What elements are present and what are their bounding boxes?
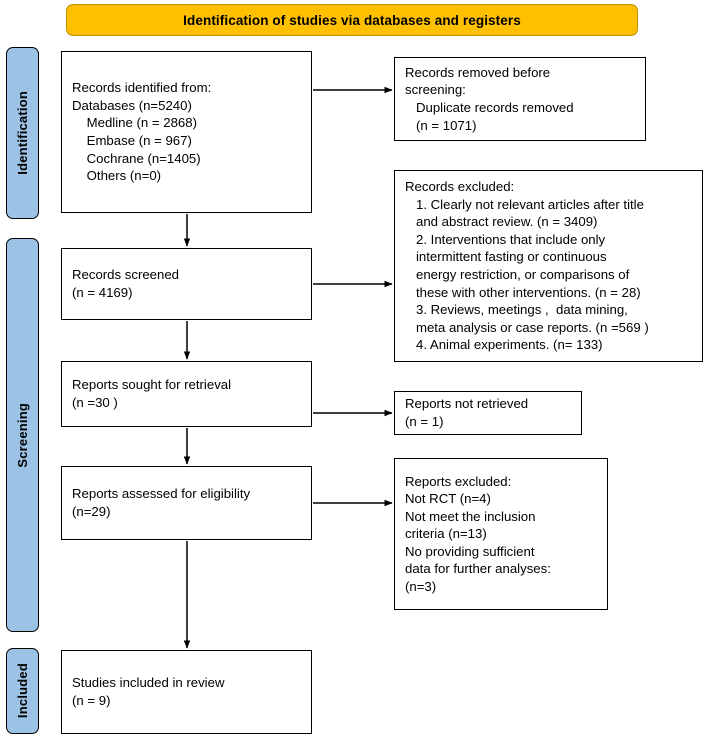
box-line: Records screened (72, 267, 180, 283)
box-reports-excluded: Reports excluded: Not RCT (n=4) Not meet… (394, 458, 608, 610)
box-line: screening: (405, 82, 466, 98)
box-line: (n = 9) (72, 693, 111, 708)
box-line: Reports excluded: (405, 473, 512, 489)
box-line: criteria (n=13) (405, 526, 487, 542)
box-reports-assessed-for-eligibility: Reports assessed for eligibility (n=29) (61, 466, 312, 540)
box-line: No providing sufficient (405, 543, 535, 559)
stage-tab-identification: Identification (6, 47, 39, 219)
box-line: 4. Animal experiments. (n= 133) (405, 337, 603, 353)
box-reports-sought-for-retrieval: Reports sought for retrieval (n =30 ) (61, 361, 312, 427)
box-line: Not meet the inclusion (405, 508, 536, 524)
banner-title: Identification of studies via databases … (183, 12, 521, 28)
box-line: these with other interventions. (n = 28) (405, 284, 641, 300)
box-line: Duplicate records removed (405, 100, 574, 115)
box-line: energy restriction, or comparisons of (405, 267, 630, 282)
box-line: meta analysis or case reports. (n =569 ) (405, 319, 649, 335)
box-line: Embase (n = 967) (72, 133, 192, 148)
box-line: Records excluded: (405, 179, 515, 195)
box-line: intermittent fasting or continuous (405, 249, 607, 265)
box-line: Reports assessed for eligibility (72, 486, 251, 502)
box-line: Records identified from: (72, 80, 212, 96)
stage-label-included: Included (15, 663, 30, 719)
box-records-excluded: Records excluded: 1. Clearly not relevan… (394, 170, 703, 362)
box-line: Studies included in review (72, 675, 225, 691)
box-reports-not-retrieved: Reports not retrieved (n = 1) (394, 391, 582, 435)
box-line: (n=29) (72, 504, 111, 519)
box-line: (n = 1) (405, 414, 444, 429)
stage-tab-screening: Screening (6, 238, 39, 632)
box-line: 3. Reviews, meetings , data mining, (405, 302, 628, 318)
box-line: Others (n=0) (72, 168, 162, 184)
diagram-banner: Identification of studies via databases … (66, 4, 638, 36)
stage-tab-included: Included (6, 648, 39, 734)
box-line: Reports not retrieved (405, 396, 529, 412)
box-line: 1. Clearly not relevant articles after t… (405, 196, 644, 212)
box-line: 2. Interventions that include only (405, 231, 606, 247)
box-line: data for further analyses: (405, 561, 551, 577)
box-line: Cochrane (n=1405) (72, 150, 201, 166)
box-line: (n =30 ) (72, 395, 118, 410)
box-records-removed-before-screening: Records removed before screening: Duplic… (394, 57, 646, 141)
box-records-identified: Records identified from: Databases (n=52… (61, 51, 312, 213)
box-line: (n=3) (405, 578, 437, 594)
box-records-screened: Records screened (n = 4169) (61, 248, 312, 320)
stage-label-identification: Identification (15, 91, 30, 175)
box-line: Reports sought for retrieval (72, 377, 232, 393)
box-line: Medline (n = 2868) (72, 115, 197, 131)
box-line: Records removed before (405, 64, 551, 80)
box-line: and abstract review. (n = 3409) (405, 214, 598, 230)
box-line: (n = 1071) (405, 117, 477, 133)
box-line: Databases (n=5240) (72, 97, 192, 113)
box-line: Not RCT (n=4) (405, 491, 491, 507)
stage-label-screening: Screening (15, 402, 30, 468)
box-studies-included-in-review: Studies included in review (n = 9) (61, 650, 312, 734)
box-line: (n = 4169) (72, 285, 133, 300)
